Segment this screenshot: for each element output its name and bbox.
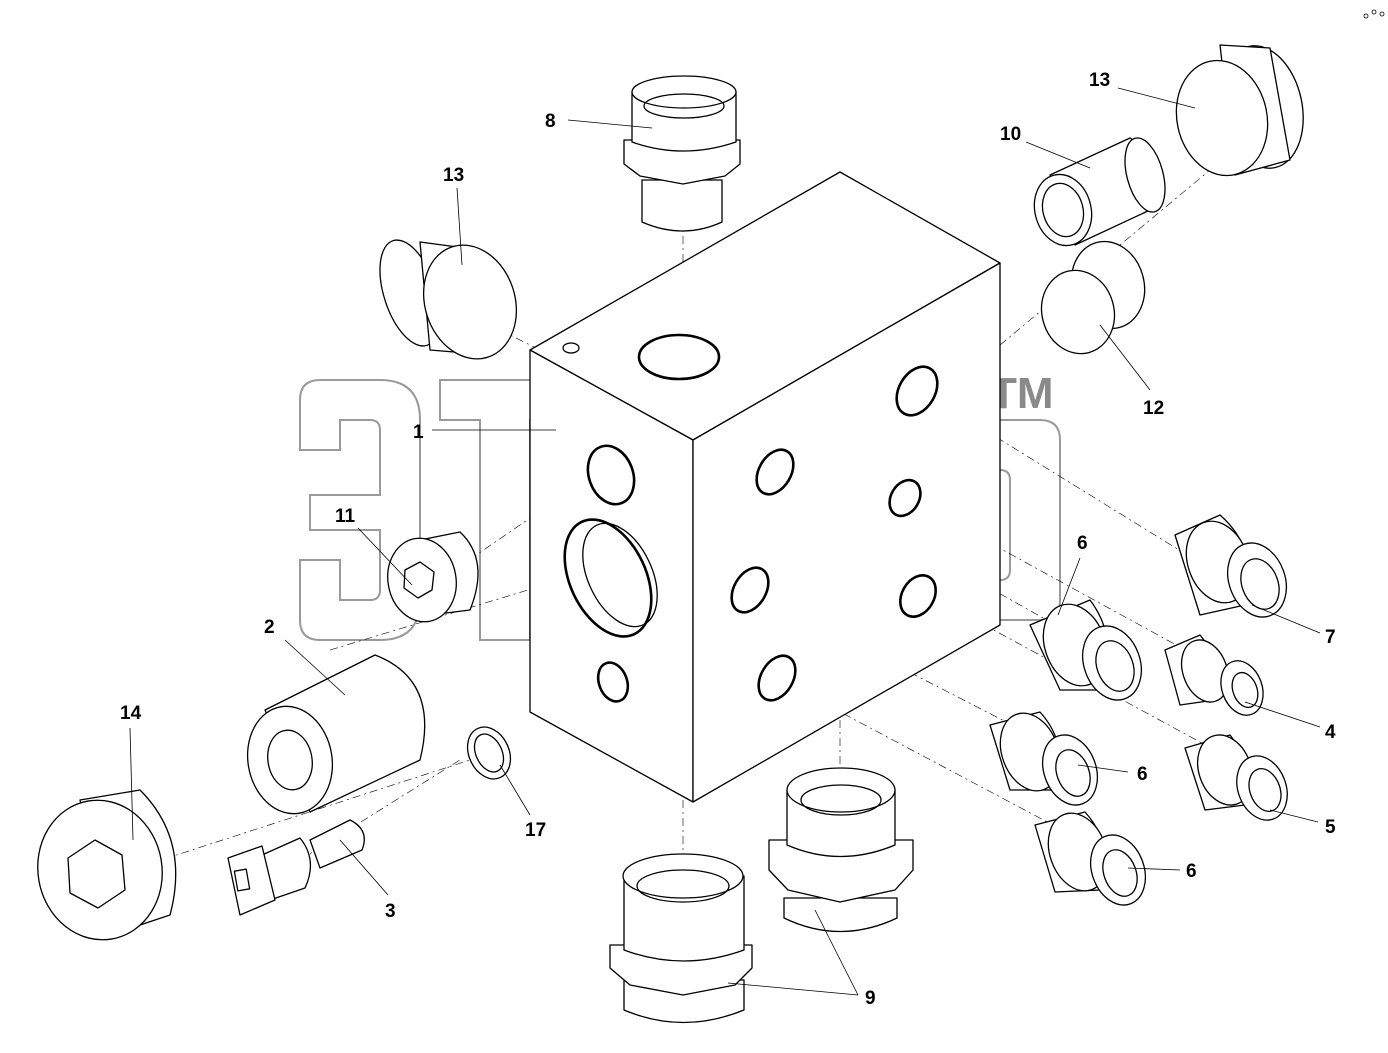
label-3: 3 [385, 901, 396, 922]
fitting-6-bottom [1034, 811, 1147, 906]
fitting-6-top [1029, 599, 1142, 701]
sensor-3 [227, 819, 365, 916]
label-4: 4 [1325, 722, 1336, 743]
fitting-7 [1174, 514, 1287, 618]
fitting-5 [1184, 734, 1288, 821]
label-12: 12 [1143, 398, 1164, 419]
cap-13-left [379, 239, 518, 360]
fitting-4 [1164, 634, 1264, 716]
label-17: 17 [525, 820, 546, 841]
fitting-9-left [609, 853, 753, 1024]
fitting-8 [623, 75, 741, 232]
label-6-middle: 6 [1137, 764, 1148, 785]
cap-13-right [1175, 44, 1304, 177]
plug-14 [37, 789, 177, 941]
sleeve-2 [246, 654, 426, 815]
fitting-9-right [768, 767, 914, 933]
label-8: 8 [545, 111, 556, 132]
label-9: 9 [865, 988, 876, 1009]
label-1: 1 [413, 422, 424, 443]
label-6-top: 6 [1077, 533, 1088, 554]
label-14: 14 [120, 703, 142, 724]
valve-block [529, 171, 1001, 803]
label-5: 5 [1325, 817, 1336, 838]
fitting-6-middle [989, 711, 1099, 806]
callout-labels: 1 2 3 4 5 6 6 6 7 8 9 10 11 12 13 13 14 … [120, 70, 1336, 1009]
leader-lines [129, 87, 1321, 996]
label-11: 11 [335, 506, 356, 527]
plug-11 [387, 531, 479, 623]
label-13-right: 13 [1089, 70, 1110, 91]
seal-17 [466, 726, 512, 780]
plug-12 [1040, 240, 1146, 355]
label-13-left: 13 [443, 165, 464, 186]
label-2: 2 [264, 617, 275, 638]
sleeve-10 [1033, 137, 1166, 247]
label-10: 10 [1000, 124, 1021, 145]
label-6-bottom: 6 [1186, 861, 1197, 882]
label-7: 7 [1325, 627, 1336, 648]
corner-mark [1363, 9, 1385, 19]
